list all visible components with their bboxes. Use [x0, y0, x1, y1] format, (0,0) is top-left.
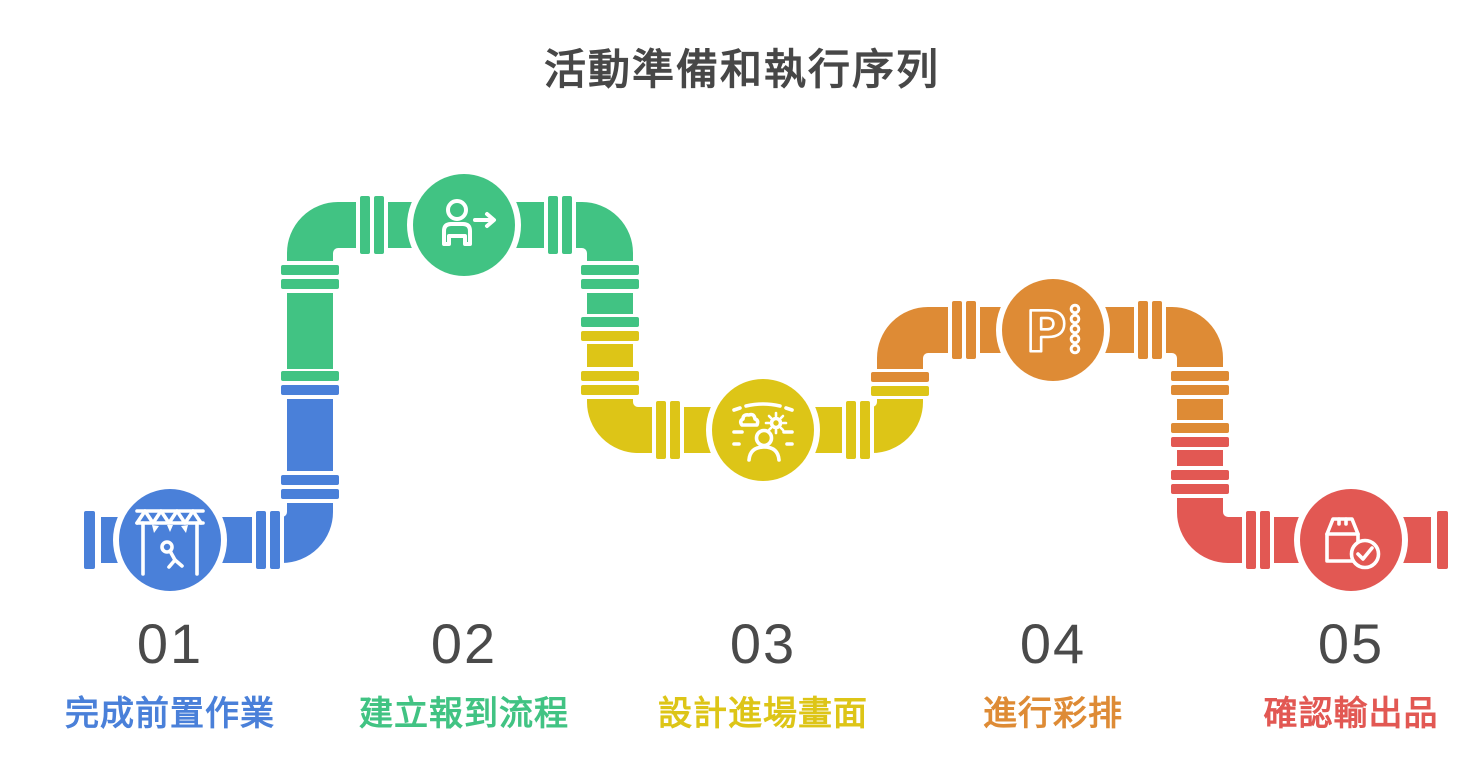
flange-joint	[1134, 300, 1166, 360]
step-number-2: 02	[430, 612, 498, 675]
pipe-endcap-right	[1437, 511, 1448, 569]
rehearsal-p-icon: P	[1024, 299, 1081, 366]
step-node-2	[407, 168, 521, 282]
step-label-1: 完成前置作業	[65, 695, 275, 733]
transition-coupling-green-yellow	[581, 317, 639, 341]
step-node-5	[1294, 483, 1408, 597]
pipe-endcap-left	[84, 511, 95, 569]
entrance-scene-icon	[732, 402, 794, 462]
step-number-1: 01	[136, 612, 204, 675]
flange-joint	[544, 195, 576, 255]
pipe-segment-5	[1177, 450, 1431, 563]
step-number-3: 03	[729, 612, 797, 675]
flange-joint	[280, 261, 340, 293]
flange-joint	[580, 261, 640, 293]
page-title: 活動準備和執行序列	[543, 46, 940, 93]
stage-truss-icon	[135, 509, 205, 576]
step-number-5: 05	[1317, 612, 1385, 675]
flange-joint	[1242, 510, 1274, 570]
flange-joint	[1170, 367, 1230, 399]
flange-joint	[252, 510, 284, 570]
step-label-2: 建立報到流程	[359, 695, 569, 733]
package-check-icon	[1325, 517, 1381, 570]
transition-coupling-green-blue	[281, 371, 339, 395]
transition-coupling-orange-red	[1171, 423, 1229, 447]
step-label-5: 確認輸出品	[1263, 695, 1439, 733]
flange-joint	[652, 400, 684, 460]
pipe-flanges-horizontal	[252, 195, 1274, 570]
svg-text:P: P	[1025, 300, 1066, 365]
flange-joint	[842, 400, 874, 460]
step-node-1	[113, 483, 227, 597]
pipe-color-transitions	[281, 317, 1229, 447]
pipe-flanges-vertical	[280, 261, 1230, 503]
person-checkin-arrow-icon	[442, 199, 496, 246]
step-label-3: 設計進場畫面	[658, 695, 868, 733]
step-node-4: P	[996, 273, 1110, 387]
flange-joint	[1170, 466, 1230, 498]
step-number-4: 04	[1019, 612, 1087, 675]
step-node-3	[706, 373, 820, 487]
flange-joint	[580, 367, 640, 399]
step-label-4: 進行彩排	[983, 695, 1123, 733]
transition-coupling-orange-yellow	[871, 372, 929, 396]
flange-joint	[280, 471, 340, 503]
flange-joint	[948, 300, 980, 360]
flange-joint	[356, 195, 388, 255]
